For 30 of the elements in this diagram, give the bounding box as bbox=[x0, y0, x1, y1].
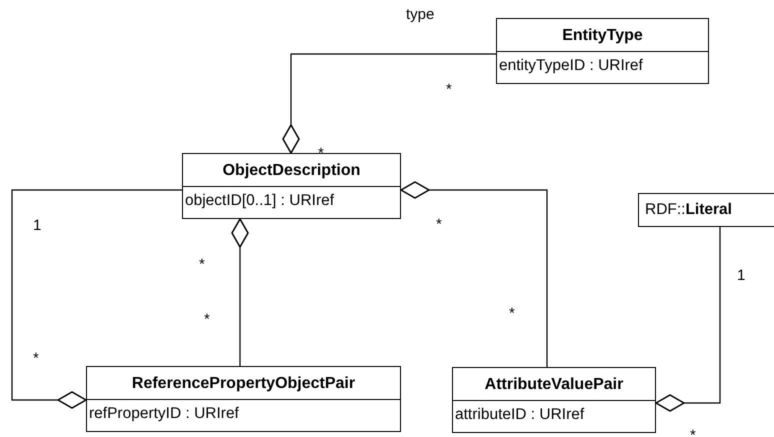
role-label: type bbox=[404, 6, 436, 23]
class-box bbox=[452, 367, 656, 433]
aggregation-line bbox=[655, 227, 721, 412]
aggregation-line bbox=[400, 181, 548, 367]
multiplicity-label: * bbox=[199, 257, 205, 273]
attribute-text: objectID[0..1] : URIref bbox=[183, 186, 400, 218]
multiplicity-label: * bbox=[436, 217, 442, 233]
multiplicity-label: * bbox=[33, 351, 39, 367]
aggregation-line bbox=[11, 189, 182, 409]
class-box bbox=[182, 153, 401, 219]
aggregation-line bbox=[282, 53, 496, 154]
multiplicity-label: 1 bbox=[33, 218, 42, 234]
multiplicity-label: * bbox=[204, 312, 210, 328]
attribute-text: attributeID : URIref bbox=[453, 400, 655, 432]
multiplicity-label: * bbox=[318, 146, 324, 162]
attribute-text: entityTypeID : URIref bbox=[497, 51, 708, 83]
multiplicity-label: * bbox=[509, 306, 515, 322]
attribute-text: refPropertyID : URIref bbox=[87, 399, 400, 431]
class-name: AttributeValuePair bbox=[484, 375, 624, 395]
class-box bbox=[496, 18, 709, 84]
aggregation-line bbox=[231, 218, 249, 366]
multiplicity-label: * bbox=[690, 428, 696, 437]
multiplicity-label: 1 bbox=[737, 268, 746, 284]
class-name: ObjectDescription bbox=[222, 161, 362, 181]
class-name: EntityType bbox=[561, 26, 644, 46]
class-box bbox=[638, 193, 774, 227]
multiplicity-label: * bbox=[446, 82, 452, 98]
class-name: RDF::Literal bbox=[644, 200, 733, 220]
class-name: ReferencePropertyObjectPair bbox=[130, 374, 356, 394]
class-box bbox=[86, 366, 401, 432]
